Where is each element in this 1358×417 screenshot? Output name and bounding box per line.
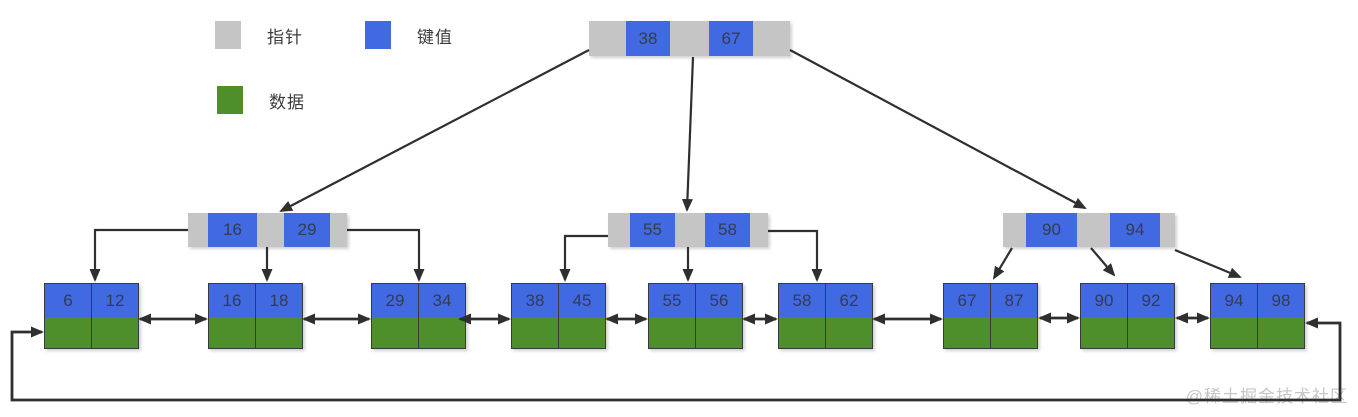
- leaf-column: 18: [256, 284, 302, 348]
- leaf-node-4: 38 45: [511, 283, 606, 349]
- leaf-data-cell: [45, 317, 91, 348]
- leaf-key-cell: 18: [256, 284, 302, 317]
- pointer-cell: [670, 21, 709, 56]
- pointer-cell: [608, 213, 630, 247]
- leaf-key-cell: 29: [372, 284, 418, 317]
- key-cell: 67: [709, 21, 753, 56]
- leaf-key-cell: 98: [1258, 284, 1304, 317]
- leaf-key-cell: 58: [779, 284, 825, 317]
- leaf-data-cell: [1128, 317, 1174, 348]
- legend-item-data: 数据: [217, 86, 305, 114]
- leaf-column: 56: [696, 284, 742, 348]
- legend-item-pointer: 指针: [215, 21, 303, 49]
- leaf-key-cell: 67: [944, 284, 990, 317]
- leaf-key-cell: 62: [826, 284, 872, 317]
- leaf-key-cell: 94: [1211, 284, 1257, 317]
- key-cell: 94: [1110, 213, 1160, 247]
- leaf-key-cell: 6: [45, 284, 91, 317]
- pointer-cell: [188, 213, 208, 247]
- leaf-key-cell: 16: [209, 284, 255, 317]
- leaf-column: 6: [45, 284, 92, 348]
- leaf-data-cell: [779, 317, 825, 348]
- leaf-column: 87: [991, 284, 1037, 348]
- legend-label-key: 键值: [417, 27, 453, 47]
- leaf-key-cell: 90: [1081, 284, 1127, 317]
- internal-node-3: 90 94: [1003, 213, 1175, 247]
- leaf-node-5: 55 56: [648, 283, 743, 349]
- pointer-cell: [1077, 213, 1110, 247]
- leaf-column: 16: [209, 284, 256, 348]
- leaf-column: 94: [1211, 284, 1258, 348]
- watermark: @稀土掘金技术社区: [1185, 387, 1348, 406]
- leaf-column: 98: [1258, 284, 1304, 348]
- leaf-column: 29: [372, 284, 419, 348]
- leaf-key-cell: 12: [92, 284, 138, 317]
- internal-node-2: 55 58: [608, 213, 768, 247]
- pointer-cell: [753, 21, 790, 56]
- pointer-swatch: [215, 21, 241, 49]
- leaf-node-1: 6 12: [44, 283, 139, 349]
- leaf-column: 92: [1128, 284, 1174, 348]
- leaf-key-cell: 38: [512, 284, 558, 317]
- leaf-data-cell: [944, 317, 990, 348]
- leaf-key-cell: 55: [649, 284, 695, 317]
- pointer-cell: [257, 213, 284, 247]
- pointer-cell: [330, 213, 347, 247]
- leaf-column: 90: [1081, 284, 1128, 348]
- key-cell: 38: [626, 21, 670, 56]
- leaf-key-cell: 87: [991, 284, 1037, 317]
- leaf-key-cell: 45: [559, 284, 605, 317]
- leaf-data-cell: [649, 317, 695, 348]
- leaf-column: 62: [826, 284, 872, 348]
- leaf-column: 58: [779, 284, 826, 348]
- leaf-column: 67: [944, 284, 991, 348]
- legend-item-key: 键值: [365, 21, 453, 49]
- key-cell: 90: [1026, 213, 1077, 247]
- leaf-column: 12: [92, 284, 138, 348]
- leaf-data-cell: [1081, 317, 1127, 348]
- leaf-data-cell: [991, 317, 1037, 348]
- root-node: 38 67: [589, 21, 790, 56]
- leaf-column: 55: [649, 284, 696, 348]
- leaf-node-2: 16 18: [208, 283, 303, 349]
- leaf-node-7: 67 87: [943, 283, 1038, 349]
- leaf-data-cell: [512, 317, 558, 348]
- leaf-data-cell: [1258, 317, 1304, 348]
- internal-node-1: 16 29: [188, 213, 347, 247]
- leaf-key-cell: 34: [419, 284, 465, 317]
- leaf-data-cell: [372, 317, 418, 348]
- pointer-cell: [589, 21, 626, 56]
- leaf-data-cell: [256, 317, 302, 348]
- key-cell: 29: [284, 213, 330, 247]
- leaf-column: 34: [419, 284, 465, 348]
- key-cell: 58: [705, 213, 750, 247]
- leaf-key-cell: 92: [1128, 284, 1174, 317]
- leaf-node-3: 29 34: [371, 283, 466, 349]
- leaf-data-cell: [826, 317, 872, 348]
- leaf-data-cell: [209, 317, 255, 348]
- pointer-cell: [1160, 213, 1175, 247]
- data-swatch: [217, 86, 243, 114]
- leaf-column: 45: [559, 284, 605, 348]
- leaf-key-cell: 56: [696, 284, 742, 317]
- legend-label-data: 数据: [269, 92, 305, 112]
- key-cell: 16: [208, 213, 257, 247]
- leaf-node-6: 58 62: [778, 283, 873, 349]
- key-swatch: [365, 21, 391, 49]
- pointer-cell: [1003, 213, 1026, 247]
- leaf-data-cell: [92, 317, 138, 348]
- pointer-cell: [675, 213, 705, 247]
- leaf-data-cell: [419, 317, 465, 348]
- leaf-column: 38: [512, 284, 559, 348]
- pointer-cell: [750, 213, 768, 247]
- leaf-data-cell: [1211, 317, 1257, 348]
- legend-label-pointer: 指针: [267, 27, 303, 47]
- leaf-data-cell: [559, 317, 605, 348]
- leaf-data-cell: [696, 317, 742, 348]
- leaf-node-9: 94 98: [1210, 283, 1305, 349]
- key-cell: 55: [630, 213, 675, 247]
- leaf-node-8: 90 92: [1080, 283, 1175, 349]
